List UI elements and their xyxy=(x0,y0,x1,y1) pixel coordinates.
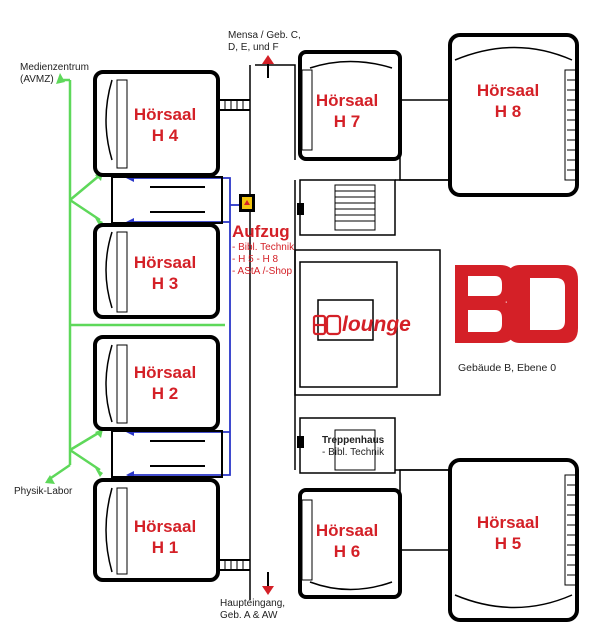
room-label-h6: Hörsaal H 6 xyxy=(307,520,387,562)
room-h8-line2: H 8 xyxy=(494,102,522,121)
hall-h2 xyxy=(93,335,220,431)
room-label-h7: Hörsaal H 7 xyxy=(307,90,387,132)
green-route xyxy=(47,78,225,482)
hall-h1 xyxy=(93,478,220,582)
label-physik-labor: Physik-Labor xyxy=(14,486,73,497)
label-haupteingang-line1: Haupteingang, xyxy=(220,598,286,609)
lounge-bo-logo xyxy=(312,314,342,336)
room-h1-line1: Hörsaal xyxy=(133,517,197,536)
aufzug-item-2: - H 5 - H 8 xyxy=(232,254,279,265)
room-h2-line1: Hörsaal xyxy=(133,363,197,382)
label-haupteingang-line2: Geb. A & AW xyxy=(220,610,278,621)
hall-h6 xyxy=(298,488,402,599)
hall-h3 xyxy=(93,223,220,319)
label-gebaeude: Gebäude B, Ebene 0 xyxy=(458,362,557,374)
room-h4-line1: Hörsaal xyxy=(133,105,197,124)
room-h3-line2: H 3 xyxy=(151,274,179,293)
elevator-icon xyxy=(239,194,255,212)
room-h3-line1: Hörsaal xyxy=(133,253,197,272)
label-medienzentrum: Medienzentrum (AVMZ) xyxy=(20,62,89,86)
aufzug-item-3: - AStA /-Shop xyxy=(232,266,293,277)
lounge-area xyxy=(294,249,441,396)
room-label-h2: Hörsaal H 2 xyxy=(125,362,205,404)
label-medienzentrum-line1: Medienzentrum xyxy=(20,62,89,73)
label-haupteingang: Haupteingang, Geb. A & AW xyxy=(220,598,285,622)
label-mensa-line1: Mensa / Geb. C, xyxy=(228,30,301,41)
aufzug-item-1: - Bibl. Technik xyxy=(232,242,295,253)
bo-logo xyxy=(455,265,578,343)
lounge-label: lounge xyxy=(342,313,411,336)
aufzug-title: Aufzug xyxy=(232,222,290,241)
label-medienzentrum-line2: (AVMZ) xyxy=(20,74,54,85)
arrow-down-icon xyxy=(262,572,274,595)
hall-h5 xyxy=(448,458,579,622)
room-h6-line1: Hörsaal xyxy=(315,521,379,540)
room-h7-line2: H 7 xyxy=(333,112,361,131)
room-h8-line1: Hörsaal xyxy=(476,81,540,100)
staircase-south xyxy=(334,429,376,471)
label-mensa-line2: D, E, und F xyxy=(228,42,279,53)
room-label-h8: Hörsaal H 8 xyxy=(468,80,548,122)
room-h1-line2: H 1 xyxy=(151,538,179,557)
room-label-h4: Hörsaal H 4 xyxy=(125,104,205,146)
staircase-north xyxy=(334,184,376,231)
room-h4-line2: H 4 xyxy=(151,126,179,145)
room-label-h1: Hörsaal H 1 xyxy=(125,516,205,558)
room-h7-line1: Hörsaal xyxy=(315,91,379,110)
room-label-h3: Hörsaal H 3 xyxy=(125,252,205,294)
hall-h4 xyxy=(93,70,220,177)
room-h2-line2: H 2 xyxy=(151,384,179,403)
treppenhaus-title: Treppenhaus xyxy=(322,435,385,446)
label-mensa: Mensa / Geb. C, D, E, und F xyxy=(228,30,301,54)
treppenhaus-item: - Bibl. Technik xyxy=(322,447,385,458)
treppenhaus-block: Treppenhaus - Bibl. Technik xyxy=(322,435,384,459)
arrow-up-icon xyxy=(262,55,274,78)
room-h5-line1: Hörsaal xyxy=(476,513,540,532)
aufzug-block: Aufzug - Bibl. Technik - H 5 - H 8 - ASt… xyxy=(232,222,294,278)
green-arrow-left xyxy=(45,475,55,484)
room-h5-line2: H 5 xyxy=(494,534,522,553)
room-label-h5: Hörsaal H 5 xyxy=(468,512,548,554)
room-h6-line2: H 6 xyxy=(333,542,361,561)
green-arrow-up xyxy=(56,73,65,84)
